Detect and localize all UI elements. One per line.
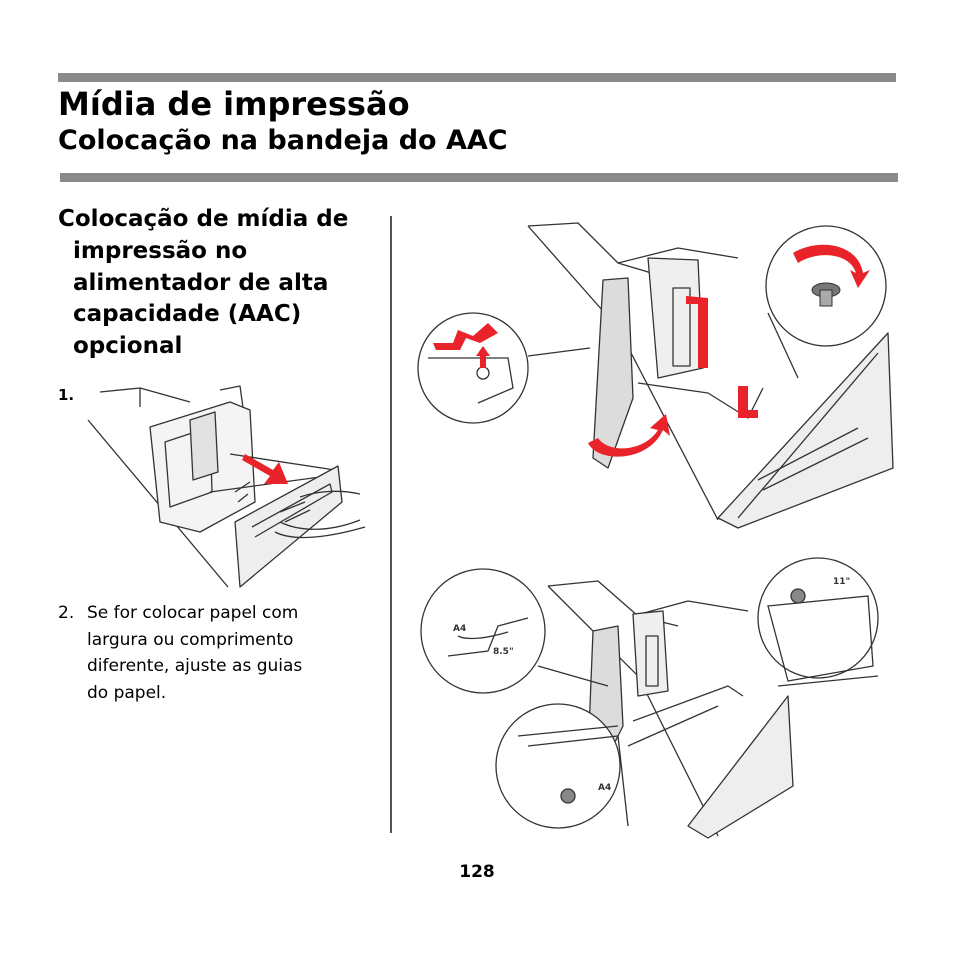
step-2-line: do papel.	[87, 682, 167, 703]
step-2-line: largura ou comprimento	[87, 629, 294, 650]
step-2-line: diferente, ajuste as guias	[87, 656, 303, 676]
step-1-illustration	[87, 385, 366, 588]
section-heading-line: Colocação de mídia de	[58, 206, 349, 232]
page-title: Mídia de impressão	[58, 85, 410, 123]
header-bottom-rule	[60, 173, 898, 182]
column-divider	[390, 216, 392, 833]
page-number: 128	[459, 862, 495, 882]
step-1-number: 1.	[58, 386, 75, 404]
step-2-line: Se for colocar papel com	[87, 603, 299, 623]
paper-guide-adjust-illustration: A4 8.5" 11" A4	[420, 557, 879, 839]
label-size-85: 8.5"	[493, 647, 514, 657]
label-a4: A4	[453, 624, 466, 634]
step-2-text: Se for colocar papel com largura ou comp…	[87, 600, 377, 706]
label-size-11: 11"	[833, 577, 850, 587]
step-2-number: 2.	[58, 603, 75, 623]
section-heading: Colocação de mídia de impressão no alime…	[58, 204, 388, 363]
section-heading-line: capacidade (AAC)	[73, 301, 302, 328]
section-heading-line: impressão no	[73, 237, 248, 264]
section-heading-line: alimentador de alta	[73, 269, 329, 296]
label-a4-bottom: A4	[598, 783, 611, 793]
section-heading-line: opcional	[73, 333, 183, 360]
header-top-rule	[58, 73, 896, 82]
page-subtitle: Colocação na bandeja do AAC	[58, 125, 508, 156]
paper-guide-release-illustration	[417, 222, 894, 529]
